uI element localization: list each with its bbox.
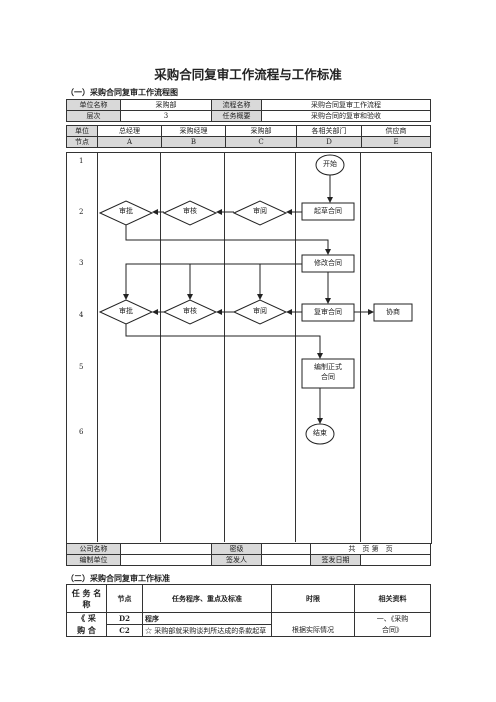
- task-name-header: 任 务 名 称: [66, 584, 107, 613]
- lane-code-d: D: [296, 136, 362, 148]
- formal-contract-line2: 合同: [321, 373, 335, 381]
- start-terminator: 开始: [323, 160, 337, 168]
- footer-table: 公司名称 密级 共 页 第 页 编制单位 签发人 签发日期: [66, 543, 432, 566]
- lane-c: [225, 152, 296, 542]
- row-number-2: 2: [79, 208, 84, 216]
- read-decision-c2: 审阅: [253, 207, 267, 215]
- node-header-label: 节点: [66, 136, 98, 148]
- issuer-label: 签发人: [211, 554, 262, 566]
- procedure-cell-2: ☆ 采购部就采购谈判所达成的条款起草: [142, 624, 272, 637]
- row-number-6: 6: [79, 428, 84, 436]
- secret-level-label: 密级: [211, 543, 262, 555]
- lane-code-a: A: [97, 136, 162, 148]
- issue-date-label: 签发日期: [310, 554, 361, 566]
- recheck-contract-box: 复审合同: [314, 308, 342, 316]
- approve-decision-a4: 审批: [119, 307, 133, 315]
- row-number-1: 1: [79, 157, 84, 165]
- level-label: 层次: [66, 110, 121, 122]
- lane-d: [296, 152, 361, 542]
- procedure-cell-1: 程序: [142, 612, 272, 625]
- procedure-header: 任务程序、重点及标准: [142, 584, 272, 613]
- lane-b: [161, 152, 225, 542]
- page-count: 共 页 第 页: [309, 543, 432, 555]
- formal-contract-line1: 编制正式: [314, 363, 342, 371]
- read-decision-c4: 审阅: [253, 307, 267, 315]
- time-limit-cell-1: [271, 612, 355, 625]
- negotiate-box: 协商: [386, 308, 400, 316]
- summary-label: 任务概要: [211, 110, 262, 122]
- reference-header: 相关资料: [354, 584, 431, 613]
- reference-cell-2: 合同》: [354, 624, 431, 637]
- task-name-cell-2: 购 合: [66, 624, 107, 637]
- lane-code-e: E: [361, 136, 431, 148]
- lane-header-table: 单位 总经理 采购经理 采购部 各相关部门 供应商 节点 A B C D E: [66, 125, 431, 148]
- check-decision-b4: 审核: [183, 307, 197, 315]
- company-name-label: 公司名称: [66, 543, 121, 555]
- row-number-4: 4: [79, 311, 84, 319]
- revise-contract-box: 修改合同: [314, 259, 342, 267]
- check-decision-b2: 审核: [183, 207, 197, 215]
- approve-decision-a2: 审批: [119, 207, 133, 215]
- reference-cell-1: 一、《采购: [354, 612, 431, 625]
- time-limit-cell-2: 根据实际情况: [271, 624, 355, 637]
- standard-table: 任 务 名 称 节点 任务程序、重点及标准 时限 相关资料 《 采 D2 程序 …: [66, 584, 431, 637]
- end-terminator: 结束: [313, 429, 327, 437]
- row-number-5: 5: [79, 363, 84, 371]
- section-heading-flow: （一）采购合同复审工作流程图: [66, 87, 178, 97]
- lane-code-c: C: [225, 136, 297, 148]
- lane-a: [97, 152, 161, 542]
- node-cell-2: C2: [106, 624, 143, 637]
- summary-value: 采购合同的复审和验收: [261, 110, 431, 122]
- process-info-table: 单位名称 采购部 流程名称 采购合同复审工作流程 层次 3 任务概要 采购合同的…: [66, 99, 431, 122]
- compiler-label: 编制单位: [66, 554, 121, 566]
- draft-contract-box: 起草合同: [314, 207, 342, 215]
- node-column: [66, 152, 98, 542]
- row-number-3: 3: [79, 259, 84, 267]
- page-title: 采购合同复审工作流程与工作标准: [154, 67, 342, 82]
- time-limit-header: 时限: [271, 584, 355, 613]
- lane-code-b: B: [161, 136, 226, 148]
- section-heading-standard: （二）采购合同复审工作标准: [66, 573, 170, 583]
- task-name-cell-1: 《 采: [66, 612, 107, 625]
- node-header: 节点: [106, 584, 143, 613]
- node-cell-1: D2: [106, 612, 143, 625]
